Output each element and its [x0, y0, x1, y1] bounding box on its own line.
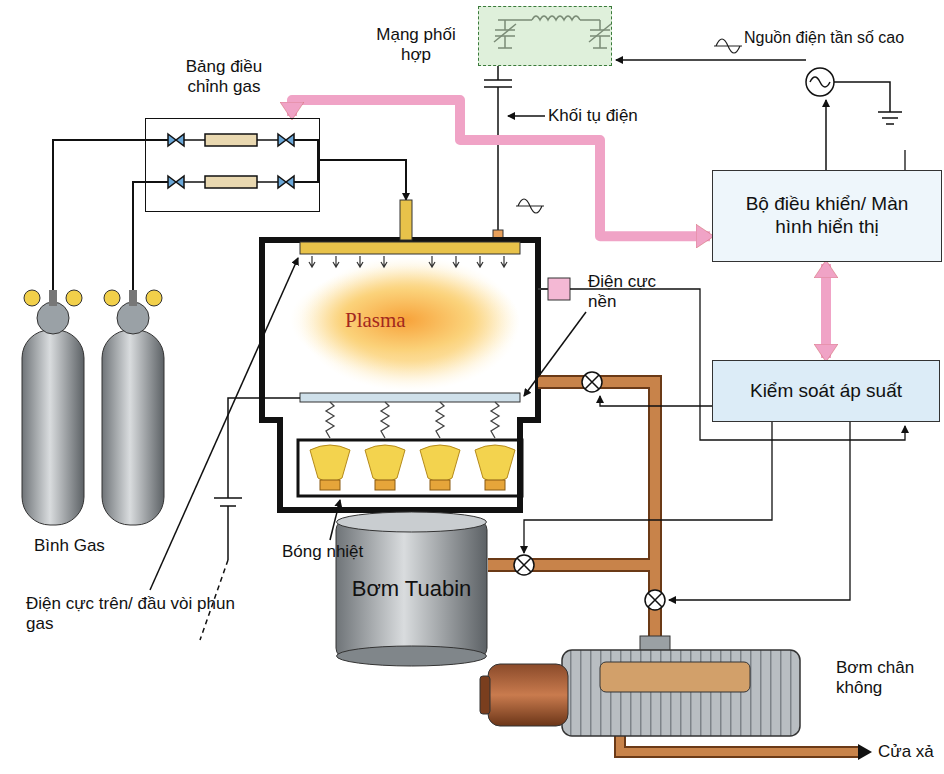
gas-control-panel: Bảng điều chỉnh gas: [145, 118, 320, 212]
substrate-electrode: [300, 393, 520, 402]
part-label: Bơm chân không: [836, 658, 940, 699]
node-label: Bộ điều khiển/ Màn hình hiển thị: [732, 193, 922, 239]
valve-symbol: [168, 134, 294, 188]
gas-flow-arrow: [309, 256, 507, 267]
valve-symbol: [514, 372, 665, 610]
turbo-pump: Bơm Tuabin: [335, 510, 488, 668]
node-label: Kiểm soát áp suất: [750, 380, 902, 403]
gas-nozzle: [400, 200, 412, 240]
vacuum-pump: [480, 636, 800, 736]
part-label: Điện cực nền: [588, 272, 688, 313]
pressure-sensor: [548, 278, 570, 300]
node-heading: Mạng phối hợp: [361, 25, 471, 66]
gas-cylinder: [22, 290, 164, 525]
node-label: Bơm Tuabin: [352, 576, 472, 602]
plasma-glow: [290, 265, 520, 375]
vacuum-chamber: [262, 240, 538, 510]
signal-arrow: [292, 100, 710, 236]
source-label: Nguồn điện tần số cao: [744, 28, 904, 47]
showerhead-electrode: [300, 242, 520, 254]
heating-lamp: [310, 445, 515, 490]
vacuum-pipe: [488, 382, 872, 760]
lamp-tray: [298, 440, 522, 496]
part-label: Bóng nhiệt: [282, 542, 363, 562]
signal-arrow: [821, 264, 831, 358]
part-label: Cửa xả: [878, 742, 934, 762]
node-heading: Bảng điều chỉnh gas: [164, 57, 284, 98]
plasma-label: Plasma: [345, 308, 406, 333]
pressure-control-box: Kiểm soát áp suất: [712, 360, 940, 422]
matching-network: Mạng phối hợp: [478, 6, 612, 66]
part-label: Điện cực trên/ đầu vòi phun gas: [26, 594, 251, 635]
support-spring: [326, 402, 499, 438]
controller-display-box: Bộ điều khiển/ Màn hình hiển thị: [712, 170, 942, 262]
capacitor-label: Khối tụ điện: [548, 106, 638, 126]
part-label: Bình Gas: [34, 536, 105, 556]
